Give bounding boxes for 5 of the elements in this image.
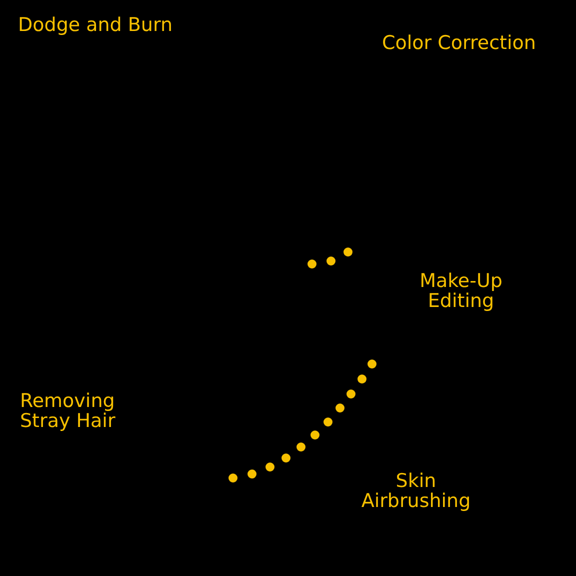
text-label: Color Correction: [382, 33, 537, 53]
text-label: Dodge and Burn: [18, 15, 174, 35]
text-label: Skin Airbrushing: [360, 471, 472, 511]
text-label: Removing Stray Hair: [20, 391, 116, 431]
text-label: Make-Up Editing: [418, 271, 504, 311]
